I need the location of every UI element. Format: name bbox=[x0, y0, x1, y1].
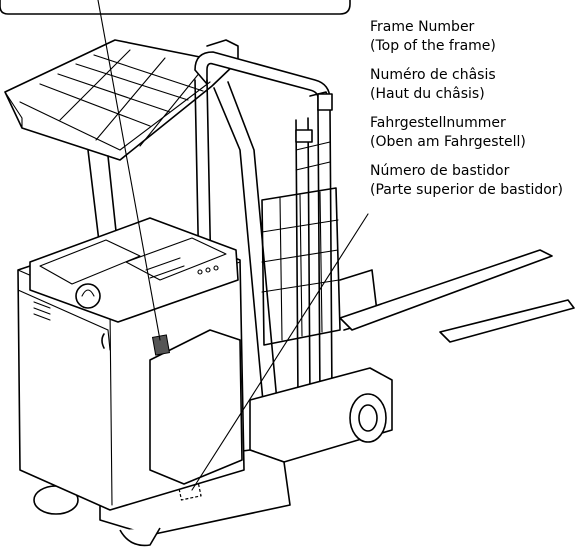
label-english-location: (Top of the frame) bbox=[370, 38, 496, 54]
label-french: Numéro de châsis (Haut du châsis) bbox=[370, 66, 575, 104]
forks bbox=[339, 249, 575, 343]
label-spanish-location: (Parte superior de bastidor) bbox=[370, 182, 564, 198]
label-spanish: Número de bastidor (Parte superior de ba… bbox=[370, 162, 575, 200]
truck-body bbox=[17, 217, 245, 511]
frame-number-labels: Frame Number (Top of the frame) Numéro d… bbox=[370, 18, 575, 210]
label-english-title: Frame Number bbox=[370, 19, 475, 35]
callout-box-fragment bbox=[0, 0, 351, 15]
label-spanish-title: Número de bastidor bbox=[370, 163, 510, 179]
leader-lines bbox=[97, 0, 369, 491]
overhead-guard bbox=[4, 39, 287, 501]
label-french-title: Numéro de châsis bbox=[370, 67, 496, 83]
label-french-location: (Haut du châsis) bbox=[370, 86, 485, 102]
label-german-title: Fahrgestellnummer bbox=[370, 115, 506, 131]
carriage bbox=[261, 187, 379, 346]
label-german: Fahrgestellnummer (Oben am Fahrgestell) bbox=[370, 114, 575, 152]
label-english: Frame Number (Top of the frame) bbox=[370, 18, 575, 56]
label-german-location: (Oben am Fahrgestell) bbox=[370, 134, 526, 150]
